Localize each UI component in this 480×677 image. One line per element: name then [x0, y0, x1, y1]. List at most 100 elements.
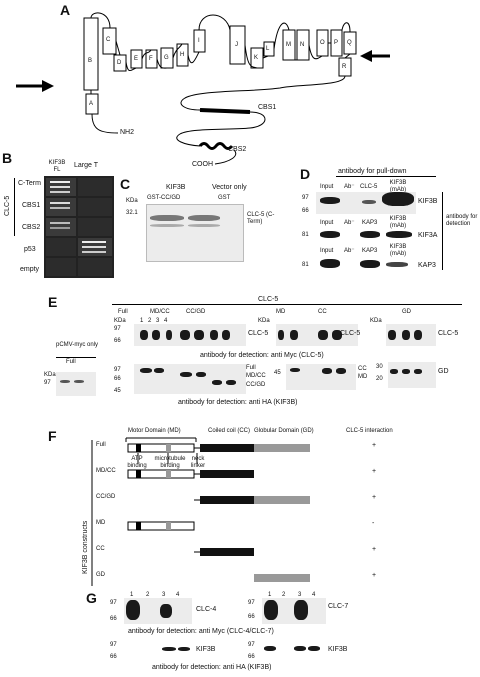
f-header-gd: Globular Domain (GD) — [254, 428, 314, 434]
row-empty: empty — [20, 266, 40, 273]
segment-label-r: R — [342, 64, 347, 70]
f-header-interaction: CLC-5 interaction — [346, 428, 393, 434]
segment-label-h: H — [180, 52, 185, 58]
e-bot-gel-1 — [134, 364, 246, 394]
segment-label-o: O — [320, 40, 325, 46]
segment-label-g: G — [164, 55, 169, 61]
e-group-cc: CC — [318, 309, 327, 315]
g-rb-mw97: 97 — [248, 642, 255, 648]
e-band-mdcc: MD/CC — [246, 373, 266, 379]
g-l-mw97: 97 — [110, 600, 117, 606]
row-cbs2: CBS2 — [22, 224, 41, 231]
c-header-kif3b: KIF3B — [166, 184, 186, 191]
segment-label-f: F — [149, 56, 153, 62]
e-vector: pCMV-myc only — [55, 342, 98, 348]
c-band-clc5: CLC-5 (C-Term) — [247, 212, 275, 225]
cterm-label: COOH — [192, 161, 213, 168]
e-det-bot: antibody for detection: anti HA (KIF3B) — [178, 399, 298, 406]
e-kda-2: KDa — [258, 318, 270, 324]
g-r-mw97: 97 — [248, 600, 255, 606]
cbs1-segment — [199, 108, 251, 114]
segment-label-i: I — [198, 38, 200, 44]
d-r1-label: KIF3B — [418, 198, 438, 205]
f-ann-neck: neck linker — [190, 456, 206, 469]
f-gd-box — [254, 574, 310, 582]
f-row-result: + — [372, 572, 377, 579]
c-mw-32: 32.1 — [126, 210, 138, 216]
f-row-label: MD/CC — [96, 468, 116, 474]
e-gd-mw30: 30 — [376, 364, 383, 370]
col-large-t: Large T — [74, 162, 98, 169]
f-ylabel: KIF3B constructs — [82, 520, 89, 574]
f-cc-box — [200, 548, 254, 556]
panel-label-a: A — [60, 2, 71, 18]
cbs1-label: CBS1 — [258, 104, 277, 111]
g-r-mw66: 66 — [248, 614, 255, 620]
f-row-result: - — [372, 520, 375, 527]
panel-label-g: G — [86, 590, 97, 606]
d-r3-label: KAP3 — [418, 262, 436, 269]
c-kda: KDa — [126, 198, 138, 204]
f-ann-atp: ATP binding — [127, 456, 147, 469]
f-mt-mark — [166, 470, 171, 478]
e-band-clc5-3: CLC-5 — [438, 330, 459, 337]
e-lane1: 1 — [140, 318, 149, 324]
f-header-cc: Coiled coil (CC) — [208, 428, 251, 434]
d-r3-kif3b: KIF3B (mAb) — [389, 244, 407, 257]
d-r2-label: KIF3A — [418, 232, 438, 239]
col-kif3b-fl: KIF3B FL — [48, 160, 66, 173]
e-band-ccgd: CC/GD — [246, 382, 266, 388]
f-cc-box — [200, 470, 254, 478]
d-side-label: antibody for detection — [446, 214, 478, 227]
e-mw97: 97 — [114, 326, 121, 332]
d-r3-abneg: Ab⁻ — [344, 248, 355, 254]
g-lb-mw97: 97 — [110, 642, 117, 648]
f-row-result: + — [372, 442, 377, 449]
segment-label-a: A — [89, 101, 94, 107]
d-r1-kif3b: KIF3B (mAb) — [389, 180, 407, 193]
d-r2-kap3: KAP3 — [362, 220, 378, 226]
segment-label-q: Q — [347, 40, 352, 46]
d-r1-mw97: 97 — [302, 195, 309, 201]
e-lane4: 4 — [164, 318, 168, 324]
f-header-md: Motor Domain (MD) — [128, 428, 181, 434]
f-md-box — [127, 521, 195, 531]
segment-label-n: N — [300, 42, 305, 48]
f-mt-mark — [166, 444, 171, 452]
f-cc-box — [200, 496, 254, 504]
g-l-lane2: 2 — [146, 592, 150, 598]
e-gd-mw20: 20 — [376, 376, 383, 382]
panel-label-f: F — [48, 428, 57, 444]
e-bot-gel-3 — [388, 362, 436, 388]
g-band-kif3b-r: KIF3B — [328, 646, 348, 653]
e-band-full: Full — [246, 365, 256, 371]
g-band-clc7: CLC-7 — [328, 603, 349, 610]
e-vector-full: Full — [66, 359, 76, 365]
c-lane-gst-ccgd: GST-CC/GD — [147, 195, 181, 201]
nterm-label: NH2 — [120, 129, 135, 136]
e-band-clc5-1: CLC-5 — [248, 330, 269, 337]
e-kda-4: KDa — [44, 372, 56, 378]
panel-label-c: C — [120, 176, 131, 192]
e-band-gd: GD — [438, 368, 449, 375]
e-lane2: 2 — [148, 318, 152, 324]
d-r3-mw81: 81 — [302, 262, 309, 268]
d-r3-kap3: KAP3 — [362, 248, 378, 254]
segment-label-d: D — [117, 60, 122, 66]
d-r2-kif3b: KIF3B (mAb) — [389, 216, 407, 229]
g-l-lane4: 4 — [176, 592, 180, 598]
e-band-cc: CC — [358, 366, 367, 372]
g-l-lane1: 1 — [130, 592, 134, 598]
segment-label-p: P — [334, 40, 339, 46]
segment-label-k: K — [254, 55, 259, 61]
segment-label-c: C — [106, 37, 111, 43]
c-gel — [146, 204, 244, 262]
arrow-left-icon — [42, 80, 54, 92]
e-group-gd: GD — [402, 309, 411, 315]
e-band-clc5-2: CLC-5 — [340, 330, 361, 337]
row-cbs1: CBS1 — [22, 202, 41, 209]
e-band-md: MD — [358, 374, 368, 380]
d-r1-input: Input — [320, 184, 334, 190]
d-title: antibody for pull-down — [338, 168, 407, 175]
e-bmw97-a: 97 — [44, 380, 51, 386]
